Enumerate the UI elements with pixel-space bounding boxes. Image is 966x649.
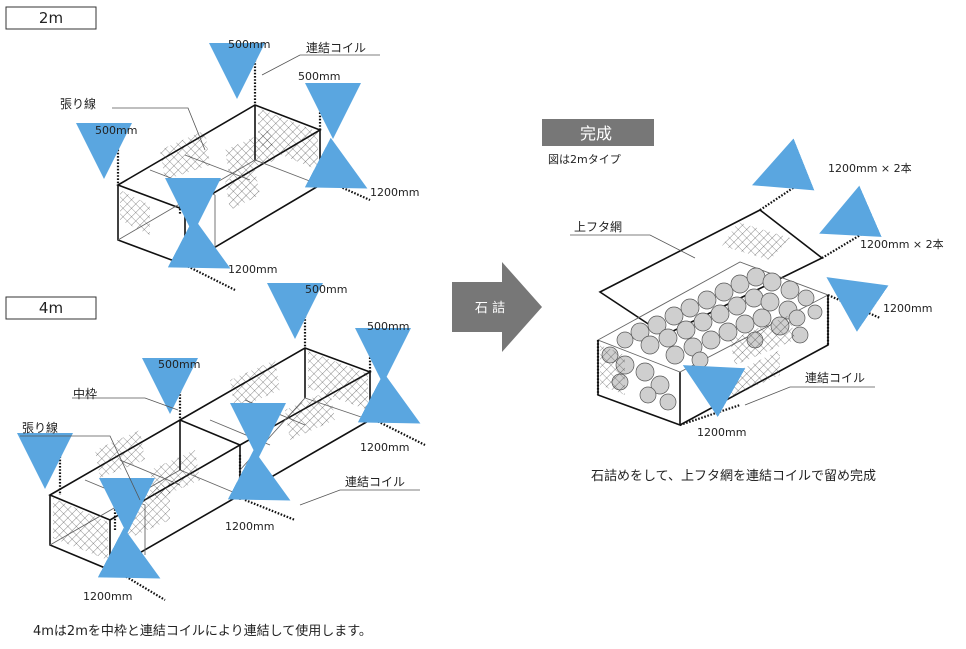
size-2m-box: 2m: [5, 6, 97, 30]
label-right-lid: 上フタ網: [574, 220, 622, 234]
size-2m-label: 2m: [39, 9, 63, 27]
label-2m-500c: 500mm: [95, 124, 137, 137]
complete-note: 図は2mタイプ: [548, 153, 621, 166]
label-right-1200x2a: 1200mm × 2本: [828, 161, 912, 175]
complete-badge: 完成: [542, 119, 654, 146]
complete-badge-label: 完成: [580, 124, 612, 143]
label-4m-1200c: 1200mm: [83, 590, 132, 603]
box-4m-drawing: [17, 283, 426, 601]
label-2m-500a: 500mm: [228, 38, 270, 51]
completed-gabion-drawing: [570, 138, 889, 427]
process-arrow-label: 石 詰: [475, 300, 505, 316]
label-4m-500b: 500mm: [367, 320, 409, 333]
label-2m-1200a: 1200mm: [370, 186, 419, 199]
size-4m-box: 4m: [5, 296, 97, 320]
process-arrow: 石 詰: [452, 262, 542, 352]
label-4m-middle-frame: 中枠: [73, 386, 97, 401]
label-4m-1200a: 1200mm: [360, 441, 409, 454]
label-4m-tension: 張り線: [22, 420, 58, 435]
label-2m-coil: 連結コイル: [306, 41, 366, 55]
label-right-1200a: 1200mm: [883, 302, 932, 315]
label-right-1200x2b: 1200mm × 2本: [860, 237, 944, 251]
label-right-1200b: 1200mm: [697, 426, 746, 439]
label-4m-1200b: 1200mm: [225, 520, 274, 533]
label-2m-tension: 張り線: [60, 96, 96, 111]
caption-left: 4mは2mを中枠と連結コイルにより連結して使用します。: [33, 623, 372, 639]
caption-right: 石詰めをして、上フタ網を連結コイルで留め完成: [591, 468, 876, 484]
box-2m-drawing: [76, 43, 380, 291]
label-right-coil: 連結コイル: [805, 371, 865, 385]
label-2m-1200b: 1200mm: [228, 263, 277, 276]
label-4m-500a: 500mm: [305, 283, 347, 296]
label-2m-500b: 500mm: [298, 70, 340, 83]
size-4m-label: 4m: [39, 299, 63, 317]
label-4m-coil: 連結コイル: [345, 475, 405, 489]
label-4m-500c: 500mm: [158, 358, 200, 371]
